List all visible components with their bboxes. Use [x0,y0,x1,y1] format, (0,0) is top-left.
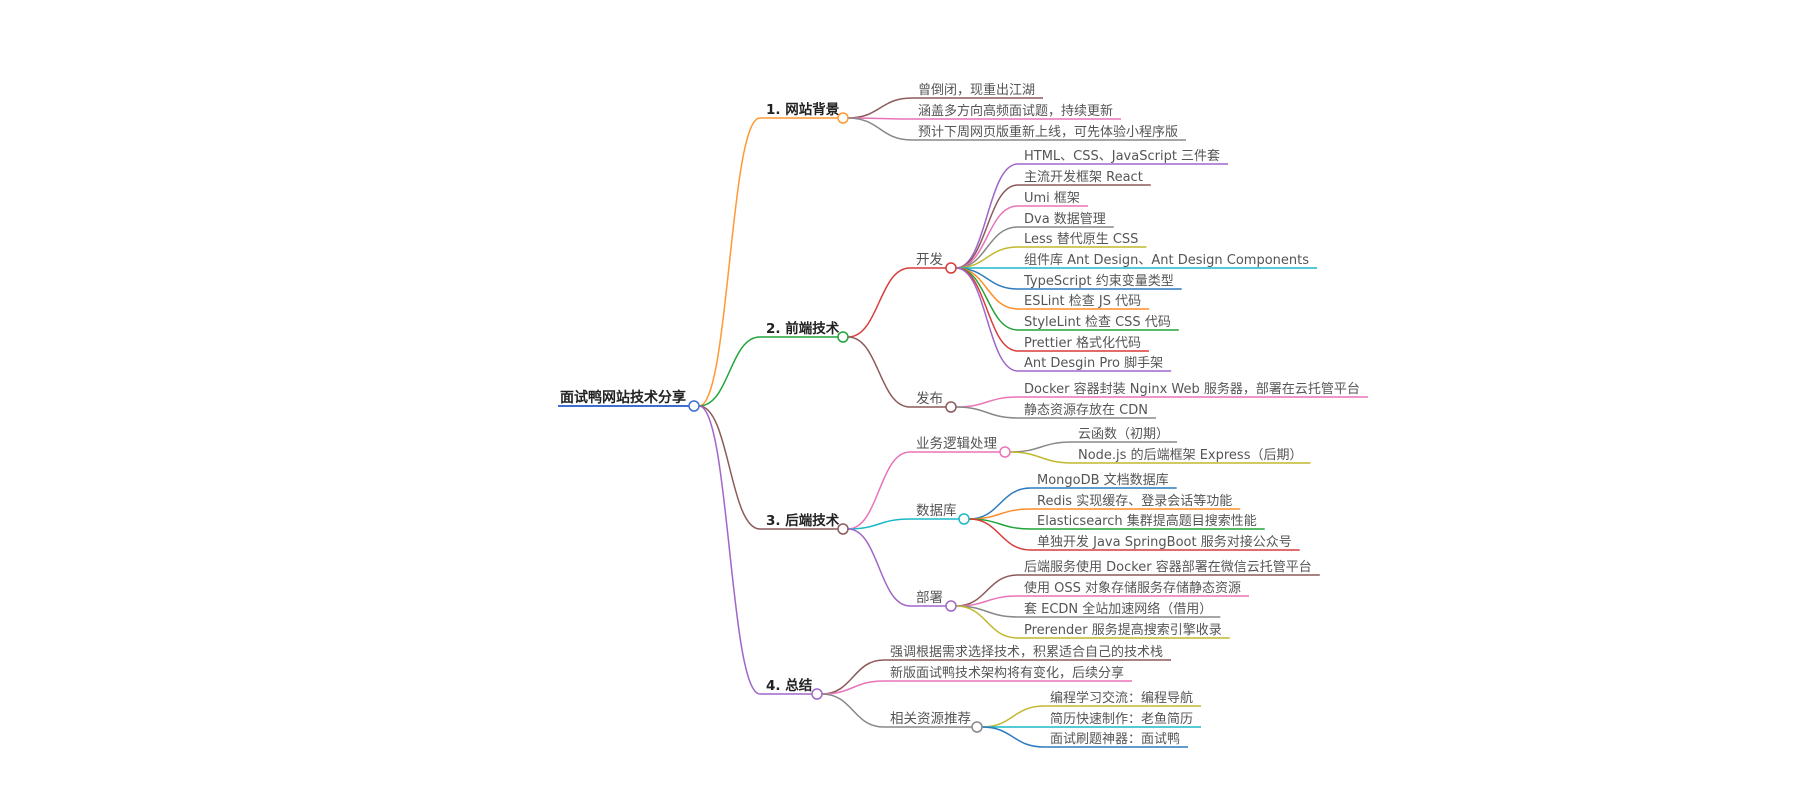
leaf-label: 组件库 Ant Design、Ant Design Components [1024,252,1309,268]
section-to-leaf-edge [821,659,885,695]
leaf-label: Docker 容器封装 Nginx Web 服务器，部署在云托管平台 [1024,381,1360,397]
section-label: 3. 后端技术 [766,512,840,529]
leaf-label: 套 ECDN 全站加速网络（借用） [1024,601,1212,617]
subgroup-to-leaf-edge [981,705,1045,728]
section-node-backend[interactable]: 3. 后端技术 [766,512,849,535]
leaf-label: 强调根据需求选择技术，积累适合自己的技术栈 [890,644,1163,660]
subgroup-node-logic[interactable]: 业务逻辑处理 [916,436,1011,458]
leaf-label: Umi 框架 [1024,191,1080,206]
leaf-label: Dva 数据管理 [1024,212,1106,227]
leaf-label: 云函数（初期） [1078,427,1169,442]
section-node-circle[interactable] [811,688,823,700]
subgroup-node-circle[interactable] [971,721,983,733]
section-to-subgroup-edge [847,528,911,607]
leaf-label: 新版面试鸭技术架构将有变化，后续分享 [890,665,1124,681]
section-to-subgroup-edge [847,267,911,338]
subgroup-to-leaf-edge [1009,451,1073,464]
section-node-circle[interactable] [837,112,849,124]
subgroup-to-leaf-edge [955,163,1019,269]
root-node-circle[interactable] [688,400,700,412]
section-to-subgroup-edge [847,518,911,530]
subgroup-node-resources[interactable]: 相关资源推荐 [890,711,983,733]
subgroup-label: 数据库 [916,503,957,519]
subgroup-to-leaf-edge [955,267,1019,352]
subgroup-to-leaf-edge [1009,441,1073,453]
leaf-label: Prettier 格式化代码 [1024,335,1141,351]
subgroup-to-leaf-edge [955,184,1019,269]
leaf-label: 面试刷题神器：面试鸭 [1050,732,1180,747]
subgroup-node-database[interactable]: 数据库 [916,503,970,525]
subgroup-node-deploy[interactable]: 部署 [916,590,957,612]
leaf-label: 后端服务使用 Docker 容器部署在微信云托管平台 [1024,559,1312,575]
subgroup-to-leaf-edge [955,205,1019,269]
subgroup-label: 部署 [916,590,943,606]
section-to-subgroup-edge [821,693,885,728]
subgroup-to-leaf-edge [955,396,1019,408]
section-node-circle[interactable] [837,331,849,343]
subgroup-node-circle[interactable] [945,262,957,274]
leaf-label: 静态资源存放在 CDN [1024,403,1148,418]
root-to-section-edge [698,336,761,407]
section-node-background[interactable]: 1. 网站背景 [766,101,849,124]
leaf-label: 简历快速制作：老鱼简历 [1050,711,1193,727]
subgroup-node-circle[interactable] [958,513,970,525]
leaf-label: Redis 实现缓存、登录会话等功能 [1037,493,1232,509]
subgroup-label: 业务逻辑处理 [916,436,997,452]
leaf-label: HTML、CSS、JavaScript 三件套 [1024,148,1220,164]
root-to-section-edge [698,405,761,530]
leaf-label: Prerender 服务提高搜索引擎收录 [1024,622,1222,638]
section-label: 2. 前端技术 [766,320,840,337]
leaf-label: ESLint 检查 JS 代码 [1024,294,1141,309]
leaf-label: TypeScript 约束变量类型 [1023,273,1174,289]
section-to-leaf-edge [847,97,913,119]
leaf-label: 使用 OSS 对象存储服务存储静态资源 [1024,580,1241,596]
subgroup-to-leaf-edge [981,726,1045,748]
subgroup-to-leaf-edge [955,605,1019,639]
leaf-label: 预计下周网页版重新上线，可先体验小程序版 [918,124,1178,140]
leaf-label: Ant Desgin Pro 脚手架 [1024,355,1163,371]
mindmap-nodes: 面试鸭网站技术分享 1. 网站背景 曾倒闭，现重出江湖 涵盖多方向高频面试题，持… [558,82,1360,747]
section-to-subgroup-edge [847,451,911,530]
subgroup-label: 相关资源推荐 [890,711,971,727]
root-to-section-edge [698,405,761,695]
subgroup-to-leaf-edge [955,267,1019,372]
leaf-label: Elasticsearch 集群提高题目搜索性能 [1037,513,1257,529]
root-label: 面试鸭网站技术分享 [560,389,686,406]
section-node-circle[interactable] [837,523,849,535]
root-to-section-edge [698,117,761,407]
section-to-leaf-edge [847,117,913,141]
subgroup-node-release[interactable]: 发布 [916,391,957,413]
leaf-label: 涵盖多方向高频面试题，持续更新 [918,103,1113,119]
leaf-label: 单独开发 Java SpringBoot 服务对接公众号 [1037,534,1292,550]
subgroup-node-circle[interactable] [999,446,1011,458]
subgroup-label: 发布 [916,391,943,407]
leaf-label: 编程学习交流：编程导航 [1050,690,1193,706]
leaf-label: 曾倒闭，现重出江湖 [918,82,1035,98]
section-to-leaf-edge [821,680,885,695]
leaf-label: MongoDB 文档数据库 [1037,472,1169,488]
section-to-subgroup-edge [847,336,911,408]
subgroup-node-circle[interactable] [945,401,957,413]
leaf-label: 主流开发框架 React [1024,169,1143,185]
leaf-label: Less 替代原生 CSS [1024,232,1138,247]
subgroup-to-leaf-edge [968,518,1032,551]
leaf-label: Node.js 的后端框架 Express（后期） [1078,447,1302,463]
subgroup-label: 开发 [916,252,944,268]
leaf-label: StyleLint 检查 CSS 代码 [1024,315,1171,330]
subgroup-node-dev[interactable]: 开发 [916,252,957,274]
subgroup-node-circle[interactable] [945,600,957,612]
section-node-summary[interactable]: 4. 总结 [766,677,823,700]
root-node[interactable]: 面试鸭网站技术分享 [558,389,700,412]
section-node-frontend[interactable]: 2. 前端技术 [766,320,849,343]
section-label: 4. 总结 [766,677,812,694]
section-label: 1. 网站背景 [766,101,840,118]
mindmap-edges [698,97,1368,748]
subgroup-to-leaf-edge [955,406,1019,419]
